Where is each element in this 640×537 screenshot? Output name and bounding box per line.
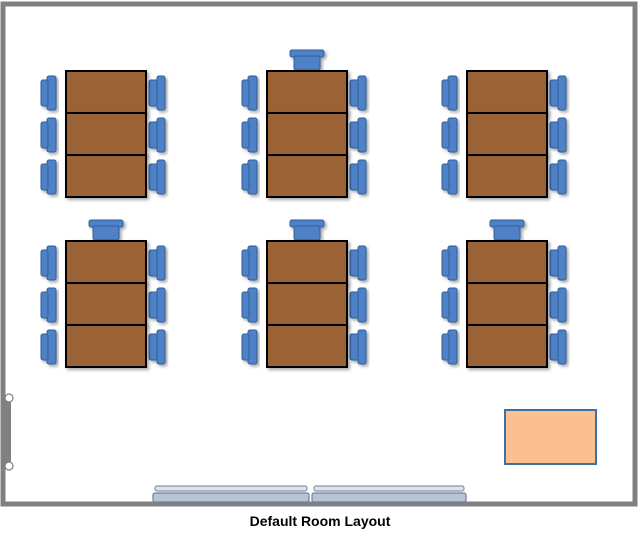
table	[65, 324, 147, 368]
chair-icon	[441, 329, 458, 365]
table	[65, 240, 147, 284]
chair-icon	[349, 117, 367, 153]
whiteboard-2	[311, 485, 467, 503]
table	[266, 240, 348, 284]
chair-icon	[441, 287, 458, 323]
chair-icon	[148, 287, 166, 323]
table-group-3	[441, 70, 567, 198]
chair-icon	[40, 287, 57, 323]
chair-icon	[241, 329, 258, 365]
table	[466, 240, 548, 284]
teacher-desk	[504, 409, 597, 465]
chair-icon	[349, 287, 367, 323]
table	[65, 154, 147, 198]
chair-icon	[549, 245, 567, 281]
diagram-caption: Default Room Layout	[249, 513, 391, 529]
table	[266, 324, 348, 368]
chair-icon	[441, 117, 458, 153]
chair-icon	[349, 329, 367, 365]
room-fixtures	[3, 393, 597, 503]
chair-icon	[148, 117, 166, 153]
chair-icon	[349, 75, 367, 111]
table	[466, 70, 548, 114]
table	[266, 154, 348, 198]
door	[3, 393, 14, 471]
chair-icon	[148, 159, 166, 195]
table-group-1	[40, 70, 166, 198]
chair-icon	[241, 117, 258, 153]
chair-icon	[40, 245, 57, 281]
chair-icon	[549, 75, 567, 111]
chair-icon	[549, 329, 567, 365]
table	[466, 154, 548, 198]
whiteboard-1	[152, 485, 310, 503]
chair-icon	[549, 287, 567, 323]
table	[466, 112, 548, 156]
chair-icon	[549, 117, 567, 153]
chair-icon	[241, 287, 258, 323]
table-group-4	[40, 219, 166, 368]
table	[65, 70, 147, 114]
chair-icon	[40, 75, 57, 111]
chair-icon	[40, 159, 57, 195]
chair-icon	[40, 329, 57, 365]
table-group-6	[441, 219, 567, 368]
table-groups	[40, 49, 567, 368]
chair-icon	[40, 117, 57, 153]
head-chair-icon	[489, 219, 525, 241]
table	[266, 282, 348, 326]
chair-icon	[241, 75, 258, 111]
chair-icon	[349, 245, 367, 281]
chair-icon	[241, 159, 258, 195]
chair-icon	[441, 159, 458, 195]
table	[65, 282, 147, 326]
table	[65, 112, 147, 156]
table	[466, 282, 548, 326]
table	[266, 112, 348, 156]
head-chair-icon	[289, 49, 325, 71]
table-group-2	[241, 49, 367, 198]
chair-icon	[148, 75, 166, 111]
chair-icon	[349, 159, 367, 195]
table	[466, 324, 548, 368]
head-chair-icon	[289, 219, 325, 241]
chair-icon	[441, 245, 458, 281]
chair-icon	[441, 75, 458, 111]
table	[266, 70, 348, 114]
head-chair-icon	[88, 219, 124, 241]
chair-icon	[148, 245, 166, 281]
chair-icon	[148, 329, 166, 365]
table-group-5	[241, 219, 367, 368]
chair-icon	[241, 245, 258, 281]
chair-icon	[549, 159, 567, 195]
